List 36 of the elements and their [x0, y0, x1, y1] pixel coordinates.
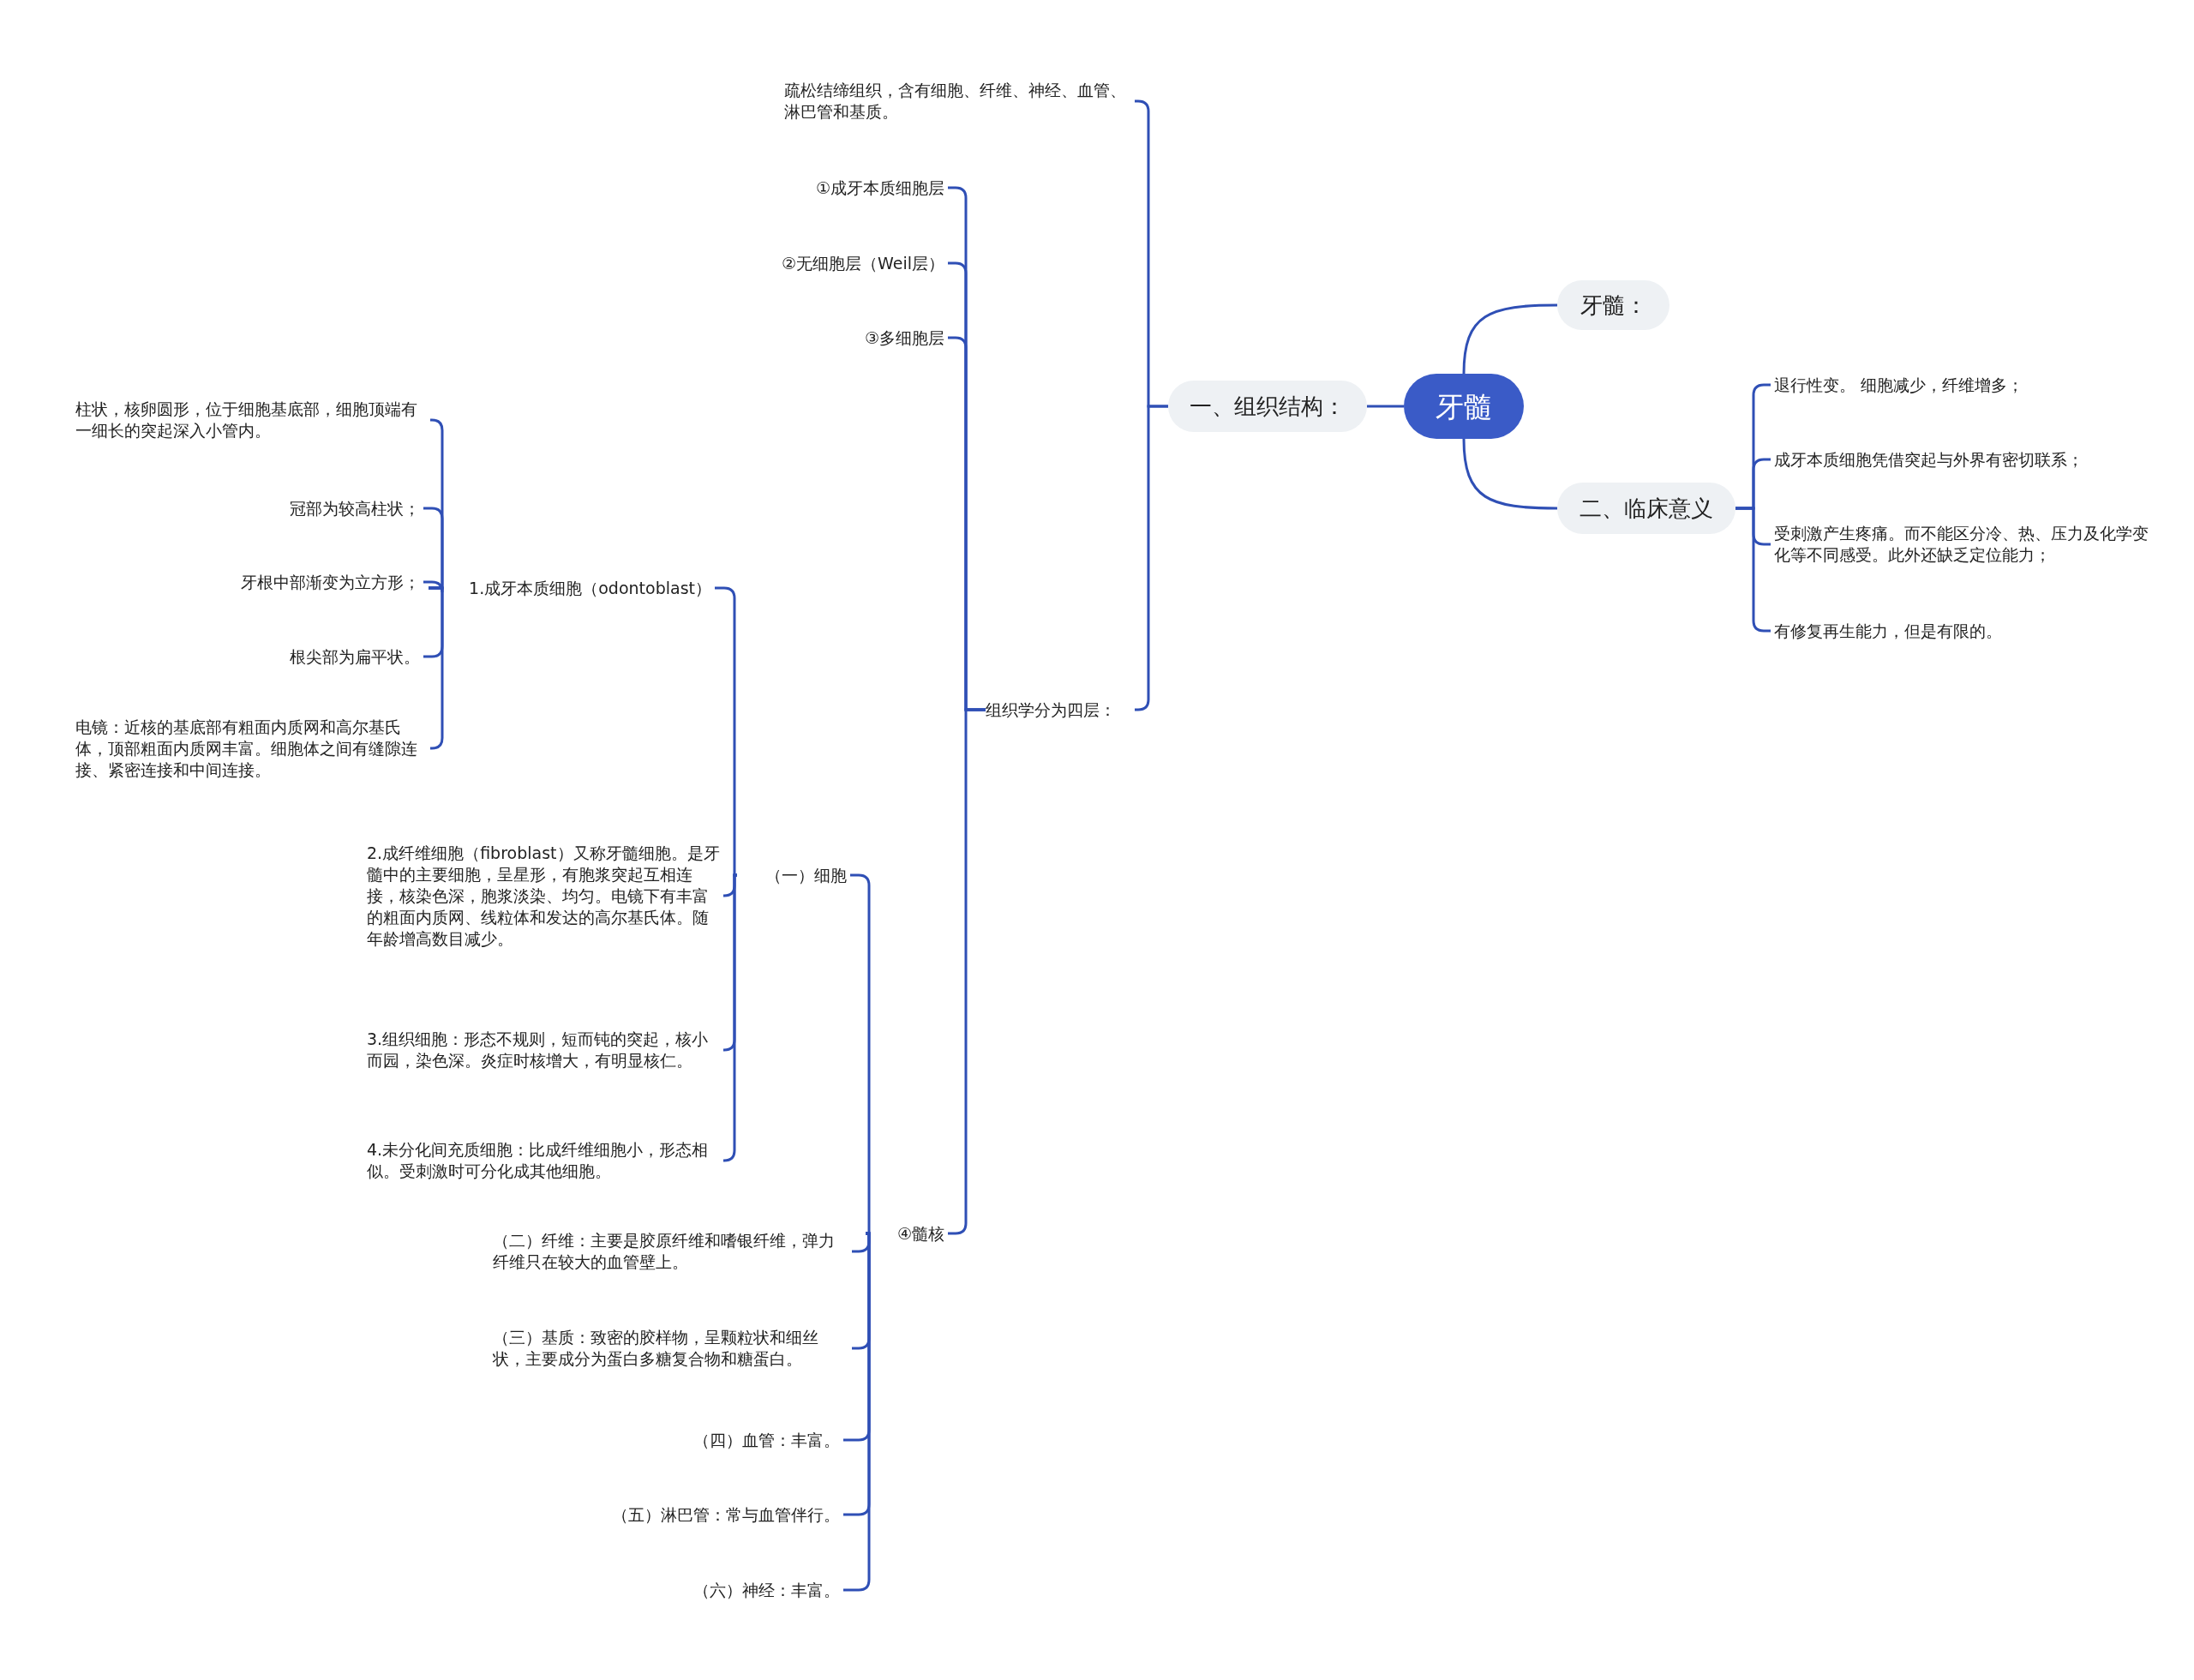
branch-text: ②无细胞层（Weil层） [711, 249, 944, 278]
branch-text: 牙根中部渐变为立方形； [189, 567, 420, 597]
branch-text: 4.未分化间充质细胞：比成纤维细胞小，形态相似。受刺激时可分化成其他细胞。 [367, 1133, 720, 1188]
central-topic: 牙髓 [1404, 374, 1524, 439]
branch-text: 受刺激产生疼痛。而不能区分冷、热、压力及化学变化等不同感受。此外还缺乏定位能力； [1774, 517, 2151, 572]
branch-text: 2.成纤维细胞（fibroblast）又称牙髓细胞。是牙髓中的主要细胞，呈星形，有胞浆突起互相连接，核染色深，胞浆淡染、均匀。电镜下有丰富的粗面内质网、线粒体和发达的高尔基氏体。随年龄增高数目减少。 [367, 827, 720, 964]
branch-text: 电镜：近核的基底部有粗面内质网和高尔基氏体，顶部粗面内质网丰富。细胞体之间有缝隙连接、紧密连接和中间连接。 [75, 710, 427, 787]
branch-text: （五）淋巴管：常与血管伴行。 [548, 1500, 840, 1529]
connector-line [1367, 405, 1404, 408]
branch-text: 1.成牙本质细胞（odontoblast） [429, 573, 711, 603]
connector-line [1462, 438, 1558, 510]
branch-text: 3.组织细胞：形态不规则，短而钝的突起，核小而园，染色深。炎症时核增大，有明显核仁。 [367, 1011, 720, 1089]
branch-text: 根尖部为扁平状。 [223, 642, 420, 671]
branch-text: ④髓核 [866, 1219, 944, 1248]
branch-text: 成牙本质细胞凭借突起与外界有密切联系； [1774, 445, 2151, 474]
branch-text: 疏松结缔组织，含有细胞、纤维、神经、血管、淋巴管和基质。 [784, 75, 1131, 127]
branch-text: （四）血管：丰富。 [634, 1425, 840, 1455]
connector-line [850, 873, 871, 1235]
branch-text: 退行性变。 细胞减少，纤维增多； [1774, 370, 2151, 399]
branch-text: （二）纤维：主要是胶原纤维和嗜银纤维，弹力纤维只在较大的血管壁上。 [493, 1224, 848, 1279]
branch-text: 组织学分为四层： [986, 695, 1131, 724]
connector-line [1462, 303, 1558, 375]
connector-line [423, 580, 444, 594]
branch-text: （一）细胞 [737, 861, 847, 890]
branch-text: ①成牙本质细胞层 [737, 173, 944, 202]
topic-pill: 二、临床意义 [1557, 483, 1735, 534]
topic-pill: 牙髓： [1557, 280, 1669, 330]
branch-text: 有修复再生能力，但是有限的。 [1774, 616, 2151, 645]
branch-text: 冠部为较高柱状； [223, 494, 420, 523]
branch-text: （六）神经：丰富。 [634, 1575, 840, 1605]
branch-text: 柱状，核卵圆形，位于细胞基底部，细胞顶端有一细长的突起深入小管内。 [75, 394, 427, 446]
connector-line [722, 873, 738, 1162]
branch-text: ③多细胞层 [754, 323, 944, 352]
branch-text: （三）基质：致密的胶样物，呈颗粒状和细丝状，主要成分为蛋白多糖复合物和糖蛋白。 [493, 1321, 848, 1376]
connector-line [423, 507, 444, 590]
topic-pill: 一、组织结构： [1168, 381, 1367, 432]
